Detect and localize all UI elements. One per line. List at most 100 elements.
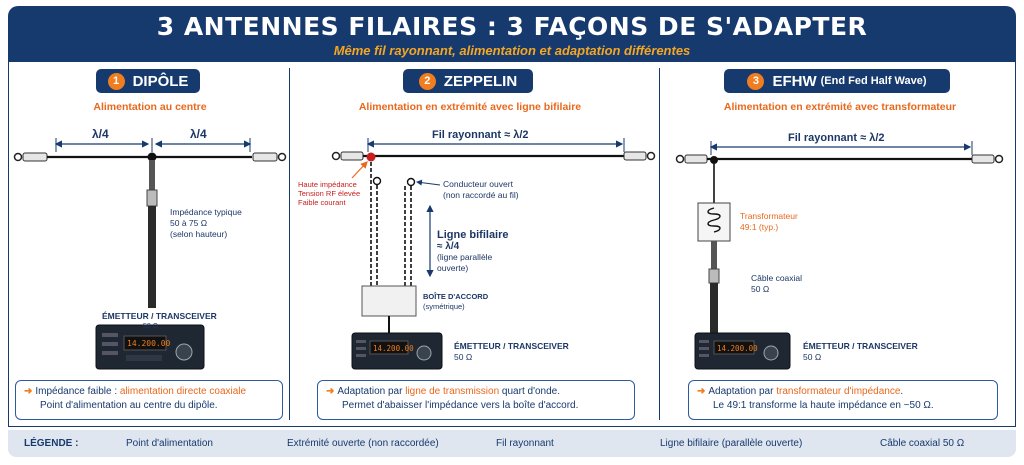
dipole-dimension-arrows [54, 138, 252, 152]
efhw-wire-label: Fil rayonnant ≈ λ/2 [788, 132, 885, 144]
panel-border [8, 62, 1016, 427]
zeppelin-transceiver-sub: 50 Ω [454, 352, 473, 362]
legend-wire: Fil rayonnant [496, 438, 554, 449]
legend-bar: LÉGENDE : Point d'alimentation Extrémité… [8, 430, 1016, 457]
efhw-title-pill: 3 EFHW (End Fed Half Wave) [724, 69, 950, 93]
zeppelin-open-conductor-note: Conducteur ouvert (non raccordé au fil) [443, 179, 519, 201]
zeppelin-note-line2: Permet d'abaisser l'impédance vers la bo… [342, 400, 579, 411]
dipole-feed-point [147, 152, 157, 162]
dipole-right-quarter: λ/4 [190, 127, 207, 141]
dipole-note-line2: Point d'alimentation au centre du dipôle… [40, 400, 218, 411]
page-title: 3 ANTENNES FILAIRES : 3 FAÇONS DE S'ADAP… [156, 12, 868, 41]
zeppelin-high-z-line2: Tension RF élevée [298, 189, 361, 198]
zeppelin-note-prefix: Adaptation par [337, 386, 406, 397]
header-banner: 3 ANTENNES FILAIRES : 3 FAÇONS DE S'ADAP… [8, 6, 1016, 62]
zeppelin-tuner-box [361, 285, 417, 317]
efhw-note-suffix: . [900, 386, 904, 397]
dipole-impedance-value: 50 à 75 Ω [170, 218, 208, 228]
zeppelin-transceiver-label-block: ÉMETTEUR / TRANSCEIVER 50 Ω [454, 341, 569, 363]
zeppelin-high-impedance-note: Haute impédance Tension RF élevée Faible… [298, 180, 360, 207]
legend-feed-point: Point d'alimentation [126, 438, 213, 449]
efhw-transceiver-label: ÉMETTEUR / TRANSCEIVER [803, 341, 918, 351]
efhw-note-prefix: Adaptation par [708, 386, 777, 397]
zeppelin-line-title: Ligne bifilaire [437, 229, 509, 241]
zeppelin-title-pill: 2 ZEPPELIN [403, 69, 533, 93]
zeppelin-number-badge: 2 [418, 72, 436, 90]
efhw-coax-label: Câble coaxial 50 Ω [751, 273, 802, 295]
dipole-number-badge: 1 [107, 72, 125, 90]
efhw-arrow-icon: ➜ [697, 386, 706, 397]
efhw-dimension-arrow [709, 141, 973, 155]
zeppelin-high-z-line3: Faible courant [298, 198, 346, 207]
panel-divider-2 [659, 68, 660, 420]
efhw-transceiver-sub: 50 Ω [803, 352, 822, 362]
legend-twin-lead: Ligne bifilaire (parallèle ouverte) [660, 438, 803, 449]
dipole-title-pill: 1 DIPÔLE [96, 69, 200, 93]
legend-coax: Câble coaxial 50 Ω [880, 438, 965, 449]
zeppelin-line-note1: (ligne parallèle [437, 252, 493, 262]
dipole-arrow-icon: ➜ [24, 386, 33, 397]
zeppelin-note-suffix: quart d'onde. [499, 386, 561, 397]
zeppelin-open-line1: Conducteur ouvert [443, 179, 513, 189]
zeppelin-high-impedance-point [366, 152, 376, 162]
zeppelin-arrow-icon: ➜ [326, 386, 335, 397]
dipole-transceiver-sub: 50 Ω [143, 323, 158, 330]
zeppelin-wire-label: Fil rayonnant ≈ λ/2 [432, 129, 529, 141]
zeppelin-note-highlight: ligne de transmission [405, 386, 500, 397]
efhw-transceiver-label-block: ÉMETTEUR / TRANSCEIVER 50 Ω [803, 341, 918, 363]
dipole-impedance-title: Impédance typique [170, 207, 242, 217]
zeppelin-high-z-line1: Haute impédance [298, 180, 357, 189]
dipole-frequency-display: 14.200.00 [127, 339, 171, 348]
efhw-frequency-display: 14.200.00 [717, 344, 758, 353]
efhw-transformer-label: Transformateur 49:1 (typ.) [740, 211, 798, 233]
efhw-feed-point [710, 156, 718, 164]
zeppelin-open-line2: (non raccordé au fil) [443, 190, 519, 200]
dipole-transceiver-label: ÉMETTEUR / TRANSCEIVER [102, 311, 217, 321]
efhw-title-extra: (End Fed Half Wave) [820, 75, 927, 87]
zeppelin-line-block: Ligne bifilaire ≈ λ/4 (ligne parallèle o… [437, 230, 509, 274]
efhw-coax [708, 241, 720, 333]
zeppelin-tuner-label: BOÎTE D'ACCORD (symétrique) [423, 292, 488, 312]
legend-open-end: Extrémité ouverte (non raccordée) [287, 438, 439, 449]
efhw-transformer [697, 202, 731, 242]
efhw-feed-label: Alimentation en extrémité avec transform… [723, 101, 957, 113]
dipole-note-highlight: alimentation directe coaxiale [119, 386, 247, 397]
zeppelin-title: ZEPPELIN [443, 72, 518, 90]
dipole-impedance-note: (selon hauteur) [170, 229, 228, 239]
legend-title: LÉGENDE : [24, 438, 79, 449]
zeppelin-feed-label: Alimentation en extrémité avec ligne bif… [358, 101, 582, 113]
efhw-note-line2: Le 49:1 transforme la haute impédance en… [713, 400, 934, 411]
efhw-info-box: ➜Adaptation par transformateur d'impédan… [688, 380, 998, 420]
page-subtitle: Même fil rayonnant, alimentation et adap… [333, 43, 691, 58]
efhw-transceiver [694, 332, 791, 370]
dipole-feed-label: Alimentation au centre [93, 101, 207, 113]
zeppelin-transceiver-label: ÉMETTEUR / TRANSCEIVER [454, 341, 569, 351]
dipole-coax [146, 160, 158, 308]
efhw-wire [675, 154, 1004, 164]
zeppelin-tuner-line2: (symétrique) [423, 302, 465, 311]
dipole-info-box: ➜Impédance faible : alimentation directe… [15, 380, 283, 420]
efhw-transformer-line2: 49:1 (typ.) [740, 222, 779, 232]
zeppelin-transceiver [351, 332, 443, 370]
zeppelin-line-note2: ouverte) [437, 263, 469, 273]
efhw-title: EFHW [772, 72, 817, 90]
dipole-impedance-block: Impédance typique 50 à 75 Ω (selon haute… [170, 207, 242, 240]
zeppelin-line-length: ≈ λ/4 [437, 241, 460, 252]
efhw-note-highlight: transformateur d'impédance [776, 386, 901, 397]
zeppelin-frequency-display: 14.200.00 [373, 344, 414, 353]
dipole-title: DIPÔLE [132, 72, 189, 90]
dipole-left-quarter: λ/4 [92, 127, 109, 141]
panel-divider-1 [289, 68, 290, 420]
efhw-number-badge: 3 [747, 72, 765, 90]
dipole-transceiver [95, 324, 205, 370]
dipole-note-prefix: Impédance faible : [35, 386, 120, 397]
zeppelin-info-box: ➜Adaptation par ligne de transmission qu… [317, 380, 635, 420]
efhw-coax-line1: Câble coaxial [751, 273, 803, 283]
zeppelin-wire [331, 151, 656, 161]
zeppelin-dimension-arrow [366, 138, 625, 152]
efhw-transformer-line1: Transformateur [740, 211, 798, 221]
efhw-coax-line2: 50 Ω [751, 284, 770, 294]
zeppelin-twin-lead [370, 162, 416, 288]
